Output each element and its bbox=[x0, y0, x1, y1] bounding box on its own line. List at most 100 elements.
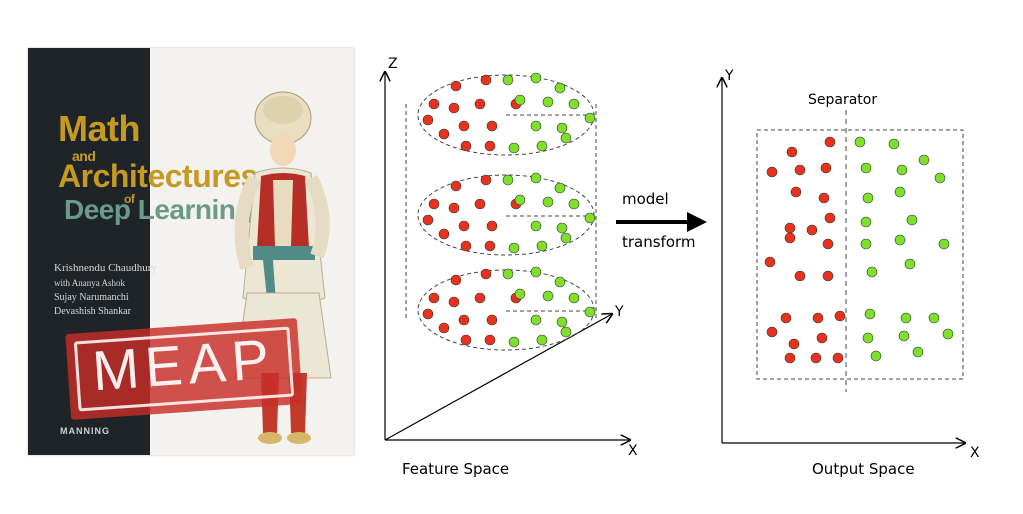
feature-point-red bbox=[474, 198, 486, 210]
output-point-red bbox=[818, 192, 830, 204]
output-region-box bbox=[756, 129, 964, 380]
feature-point-green bbox=[554, 82, 566, 94]
cover-author-with: with Ananya Ashok bbox=[54, 278, 125, 288]
output-point-red bbox=[794, 164, 806, 176]
feature-point-red bbox=[510, 292, 522, 304]
cover-title-math: Math bbox=[58, 108, 141, 149]
output-point-green bbox=[888, 138, 900, 150]
output-point-red bbox=[766, 166, 778, 178]
feature-point-green bbox=[560, 132, 572, 144]
feature-point-red bbox=[486, 120, 498, 132]
feature-point-green bbox=[536, 334, 548, 346]
output-point-red bbox=[784, 222, 796, 234]
output-point-red bbox=[834, 310, 846, 322]
output-axis-x-label: X bbox=[970, 445, 980, 461]
feature-point-green bbox=[502, 174, 514, 186]
output-point-red bbox=[806, 224, 818, 236]
output-space-points bbox=[764, 136, 954, 364]
output-point-red bbox=[766, 326, 778, 338]
feature-point-red bbox=[480, 174, 492, 186]
feature-axis-z-label: Z bbox=[388, 56, 398, 72]
feature-point-green bbox=[508, 242, 520, 254]
output-point-green bbox=[934, 172, 946, 184]
output-point-red bbox=[822, 270, 834, 282]
feature-point-red bbox=[510, 198, 522, 210]
feature-disc-bottom bbox=[417, 269, 595, 351]
feature-cylinder bbox=[405, 74, 597, 351]
feature-point-red bbox=[448, 296, 460, 308]
output-space-caption: Output Space bbox=[812, 460, 915, 478]
feature-point-green bbox=[530, 266, 542, 278]
output-point-green bbox=[866, 266, 878, 278]
feature-point-red bbox=[460, 140, 472, 152]
output-axis-y-label: Y bbox=[724, 68, 734, 84]
output-point-green bbox=[862, 332, 874, 344]
feature-point-green bbox=[508, 142, 520, 154]
feature-space-caption: Feature Space bbox=[402, 460, 509, 478]
cover-title-of: of bbox=[124, 192, 135, 206]
feature-point-red bbox=[460, 334, 472, 346]
feature-point-green bbox=[568, 292, 580, 304]
cover-publisher-logo: MANNING bbox=[60, 426, 110, 436]
output-point-red bbox=[794, 270, 806, 282]
output-point-red bbox=[780, 312, 792, 324]
feature-point-red bbox=[474, 292, 486, 304]
feature-point-red bbox=[448, 102, 460, 114]
output-space-axes bbox=[722, 78, 965, 443]
feature-point-red bbox=[422, 308, 434, 320]
output-point-green bbox=[904, 258, 916, 270]
output-point-green bbox=[938, 238, 950, 250]
output-point-green bbox=[860, 238, 872, 250]
feature-point-green bbox=[542, 196, 554, 208]
feature-point-green bbox=[502, 268, 514, 280]
feature-point-red bbox=[486, 314, 498, 326]
feature-point-red bbox=[438, 322, 450, 334]
feature-point-green bbox=[554, 182, 566, 194]
feature-point-green bbox=[514, 194, 526, 206]
feature-point-green bbox=[530, 220, 542, 232]
feature-point-green bbox=[556, 222, 568, 234]
feature-disc-middle bbox=[417, 174, 595, 256]
feature-space-points bbox=[422, 72, 596, 348]
feature-point-green bbox=[542, 96, 554, 108]
output-point-green bbox=[900, 312, 912, 324]
cover-author-2: Sujay Narumanchi bbox=[54, 292, 129, 303]
feature-axis-x-label: X bbox=[628, 443, 638, 459]
output-point-green bbox=[896, 164, 908, 176]
output-point-red bbox=[786, 146, 798, 158]
output-point-green bbox=[854, 136, 866, 148]
feature-point-red bbox=[458, 220, 470, 232]
cover-title-and: and bbox=[72, 148, 96, 164]
output-point-green bbox=[918, 154, 930, 166]
output-point-red bbox=[764, 256, 776, 268]
output-point-green bbox=[860, 216, 872, 228]
feature-point-red bbox=[438, 228, 450, 240]
output-point-green bbox=[862, 192, 874, 204]
output-point-red bbox=[810, 352, 822, 364]
feature-point-red bbox=[480, 268, 492, 280]
book-cover: Math and Architectures of Deep Learning … bbox=[28, 48, 354, 455]
feature-point-red bbox=[474, 98, 486, 110]
meap-stamp: MEAP bbox=[65, 318, 303, 420]
feature-point-red bbox=[450, 180, 462, 192]
feature-point-red bbox=[422, 114, 434, 126]
feature-space-axes bbox=[385, 72, 630, 440]
output-point-green bbox=[942, 328, 954, 340]
cover-author-3: Devashish Shankar bbox=[54, 306, 131, 317]
feature-point-green bbox=[560, 326, 572, 338]
feature-point-green bbox=[514, 288, 526, 300]
feature-point-green bbox=[530, 120, 542, 132]
feature-point-green bbox=[560, 232, 572, 244]
output-point-green bbox=[912, 346, 924, 358]
transform-label-transform: transform bbox=[622, 233, 696, 251]
feature-point-green bbox=[554, 276, 566, 288]
feature-point-red bbox=[480, 74, 492, 86]
output-point-red bbox=[822, 238, 834, 250]
feature-point-green bbox=[530, 314, 542, 326]
feature-point-red bbox=[510, 98, 522, 110]
feature-point-green bbox=[584, 212, 596, 224]
cover-author-main: Krishnendu Chaudhury bbox=[54, 262, 157, 274]
feature-point-green bbox=[556, 316, 568, 328]
feature-point-red bbox=[422, 214, 434, 226]
feature-point-red bbox=[428, 98, 440, 110]
